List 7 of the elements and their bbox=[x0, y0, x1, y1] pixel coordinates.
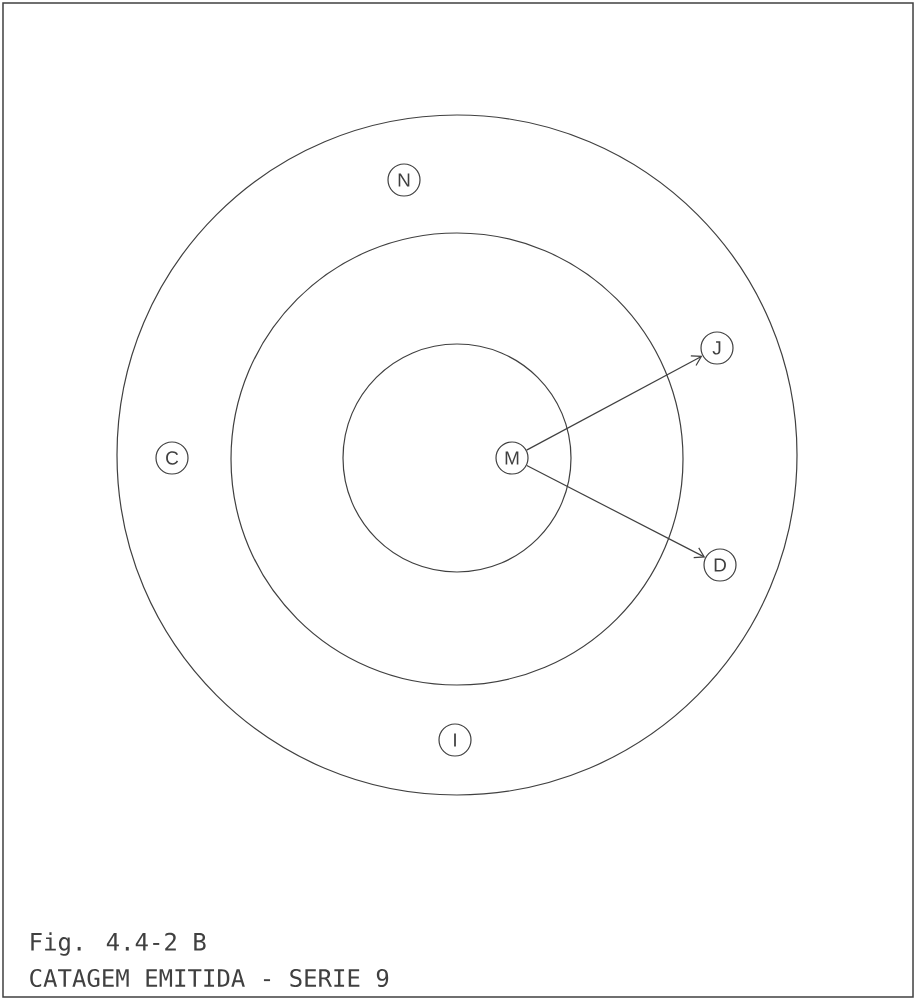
caption-line: CATAGEM EMITIDA - SERIE 9 bbox=[30, 968, 389, 988]
ring bbox=[230, 232, 684, 686]
caption-line: Fig. 4.4-2 B bbox=[31, 932, 206, 956]
arrow bbox=[526, 355, 703, 451]
arrow bbox=[526, 465, 706, 559]
ring bbox=[116, 114, 798, 796]
ring bbox=[342, 343, 572, 573]
